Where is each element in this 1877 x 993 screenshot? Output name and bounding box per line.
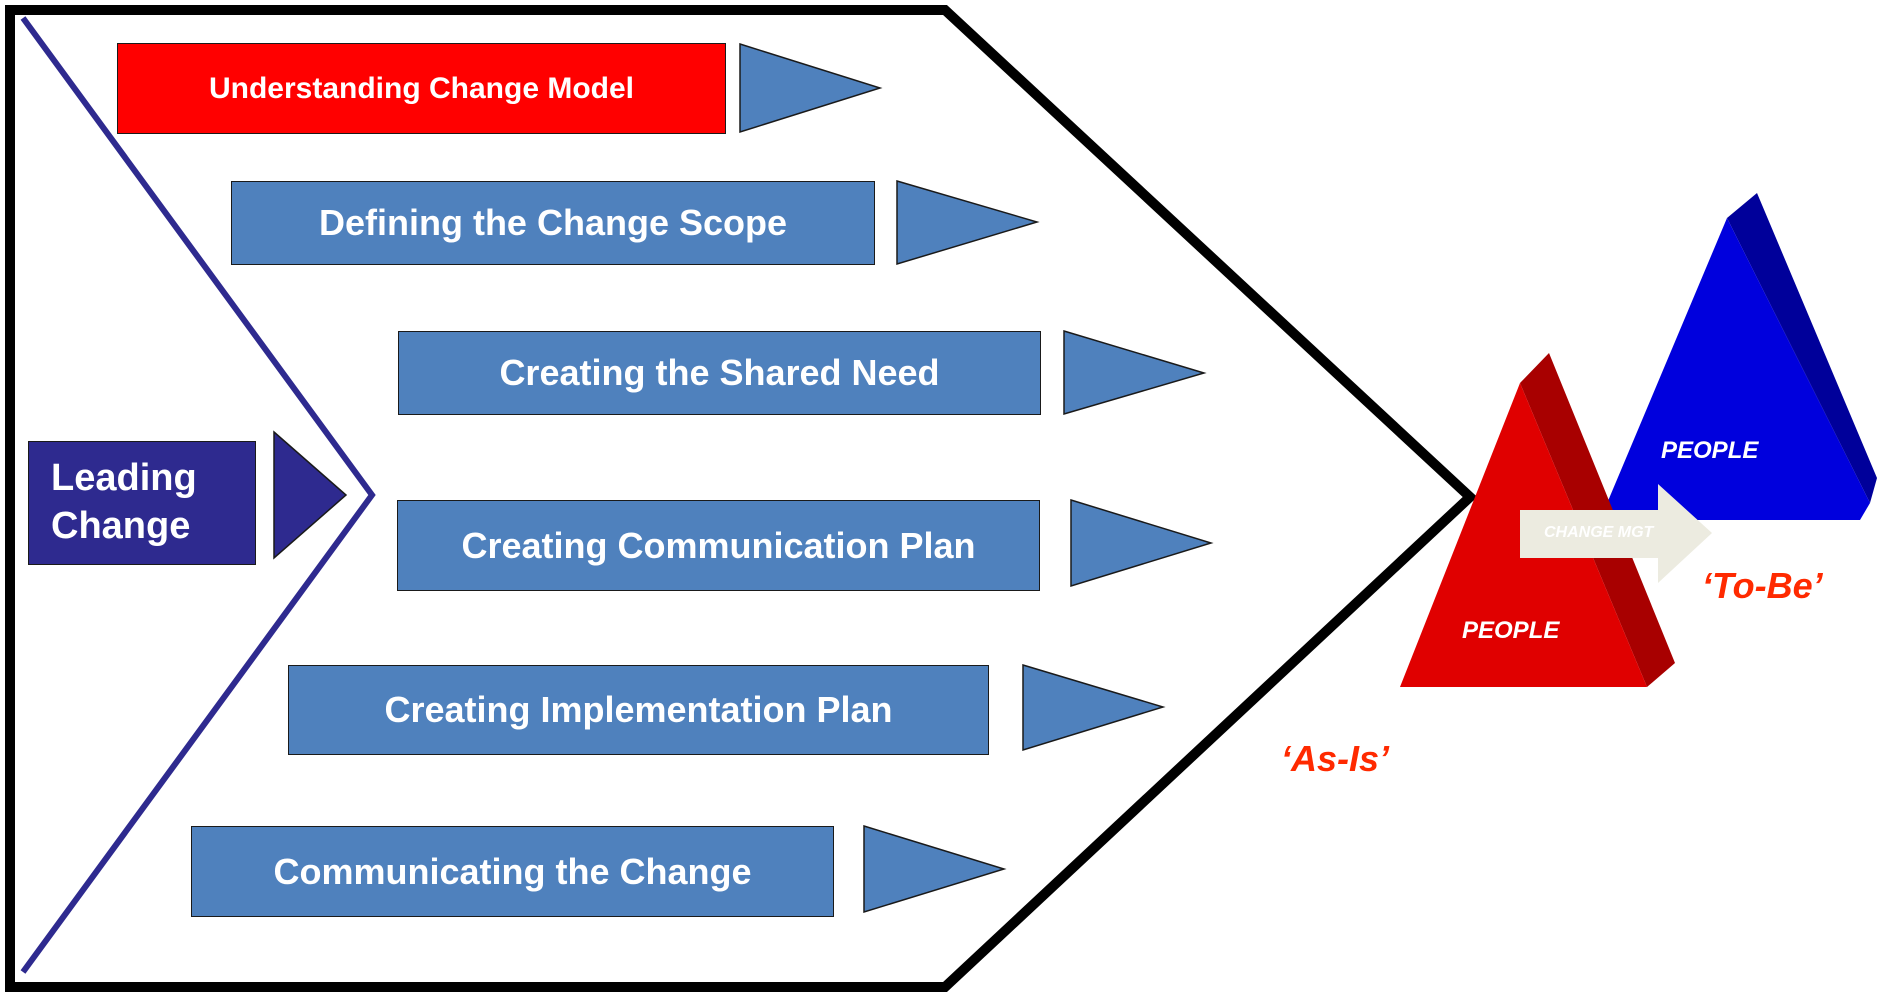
change-mgt-label: CHANGE MGT	[1544, 524, 1654, 541]
step-label: Understanding Change Model	[208, 71, 634, 105]
step-label: Communicating the Change	[273, 850, 752, 892]
step-creating-communication-plan: Creating Communication Plan	[397, 500, 1040, 591]
step-label: Creating Communication Plan	[461, 524, 976, 566]
change-mgt-arrow	[1520, 484, 1712, 583]
step-label: Creating the Shared Need	[499, 352, 940, 393]
as-is-people-label: PEOPLE	[1462, 617, 1560, 644]
step-creating-shared-need: Creating the Shared Need	[398, 331, 1041, 415]
leading-change-line1: Leading	[51, 457, 197, 499]
step-label: Creating Implementation Plan	[384, 689, 893, 730]
step-communicating-the-change: Communicating the Change	[191, 826, 834, 917]
inner-chevron-outline	[20, 16, 376, 974]
step-arrow-2	[896, 179, 1040, 266]
to-be-label: ‘To-Be’	[1702, 565, 1823, 606]
step-defining-change-scope: Defining the Change Scope	[231, 181, 875, 265]
step-arrow-1	[739, 42, 883, 134]
as-is-label: ‘As-Is’	[1281, 738, 1390, 779]
step-label: Defining the Change Scope	[318, 202, 788, 243]
step-arrow-4	[1070, 498, 1214, 588]
leading-change-arrow	[273, 430, 348, 560]
to-be-people-label: PEOPLE	[1661, 437, 1759, 464]
step-arrow-5	[1022, 663, 1166, 752]
step-arrow-3	[1063, 329, 1207, 416]
to-be-pyramid	[1600, 193, 1877, 520]
step-creating-implementation-plan: Creating Implementation Plan	[288, 665, 989, 755]
step-understanding-change-model: Understanding Change Model	[117, 43, 726, 134]
leading-change-line2: Change	[51, 505, 191, 547]
step-arrow-6	[863, 824, 1007, 914]
leading-change-box: Leading Change	[28, 441, 256, 565]
